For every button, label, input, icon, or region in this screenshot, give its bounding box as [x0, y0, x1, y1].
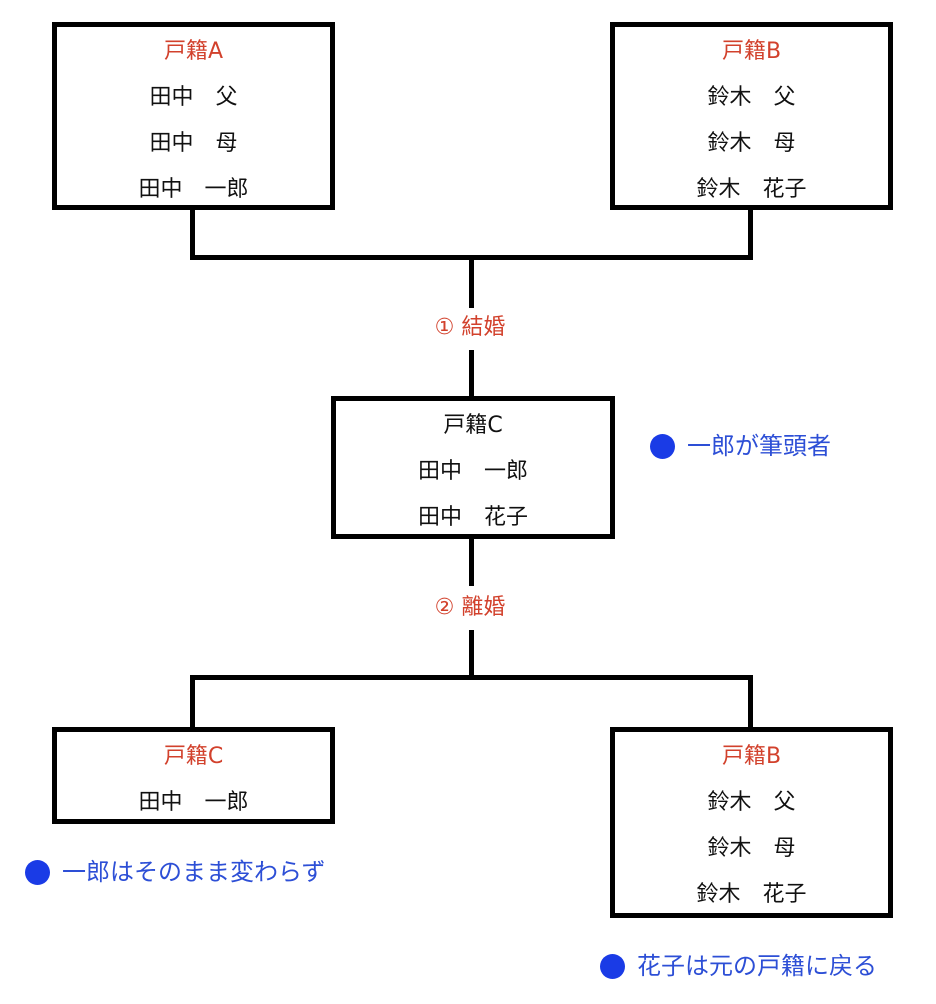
note-text: 一郎はそのまま変わらず — [62, 858, 326, 886]
register-c-after-member: 田中 一郎 — [138, 790, 249, 815]
register-a-member: 田中 母 — [149, 131, 238, 156]
connector-bottom-horizontal — [190, 675, 753, 680]
event-divorce-label: ② 離婚 — [434, 595, 506, 620]
note-text: 一郎が筆頭者 — [687, 432, 831, 460]
register-a-title: 戸籍A — [163, 39, 224, 64]
register-b-member: 鈴木 花子 — [696, 177, 807, 202]
event-marriage-label: ① 結婚 — [434, 315, 506, 340]
connector-a-down — [190, 209, 195, 260]
register-b-after-member: 鈴木 父 — [707, 790, 796, 815]
register-c-after-box: 戸籍C 田中 一郎 — [52, 727, 335, 824]
note-hanako-returns: 花子は元の戸籍に戻る — [600, 951, 877, 981]
connector-top-horizontal — [190, 255, 753, 260]
register-c-member: 田中 一郎 — [417, 459, 528, 484]
register-b-after-title: 戸籍B — [721, 744, 782, 769]
connector-marriage-stem-lower — [469, 350, 474, 398]
register-b-after-member: 鈴木 花子 — [696, 882, 807, 907]
register-a-member: 田中 父 — [149, 85, 238, 110]
connector-marriage-stem-upper — [469, 258, 474, 308]
bullet-dot-icon — [25, 859, 50, 885]
bullet-dot-icon — [650, 433, 675, 459]
note-text: 花子は元の戸籍に戻る — [637, 952, 877, 980]
bullet-dot-icon — [600, 953, 625, 979]
register-b-after-member: 鈴木 母 — [707, 836, 796, 861]
connector-b-down — [748, 209, 753, 260]
register-a-member: 田中 一郎 — [138, 177, 249, 202]
connector-divorce-stem-upper — [469, 536, 474, 586]
connector-divorce-stem-lower — [469, 630, 474, 678]
register-b-title: 戸籍B — [721, 39, 782, 64]
note-head-of-household: 一郎が筆頭者 — [650, 431, 831, 461]
register-c-title: 戸籍C — [443, 413, 503, 438]
register-c-box: 戸籍C 田中 一郎 田中 花子 — [331, 396, 615, 539]
connector-c-after-down — [190, 676, 195, 728]
register-b-after-box: 戸籍B 鈴木 父 鈴木 母 鈴木 花子 — [610, 727, 893, 918]
register-a-box: 戸籍A 田中 父 田中 母 田中 一郎 — [52, 22, 335, 210]
register-c-after-title: 戸籍C — [163, 744, 224, 769]
connector-b-after-down — [748, 676, 753, 728]
register-c-member: 田中 花子 — [417, 505, 528, 530]
register-b-member: 鈴木 父 — [707, 85, 796, 110]
register-b-box: 戸籍B 鈴木 父 鈴木 母 鈴木 花子 — [610, 22, 893, 210]
note-ichiro-unchanged: 一郎はそのまま変わらず — [25, 857, 326, 887]
register-b-member: 鈴木 母 — [707, 131, 796, 156]
